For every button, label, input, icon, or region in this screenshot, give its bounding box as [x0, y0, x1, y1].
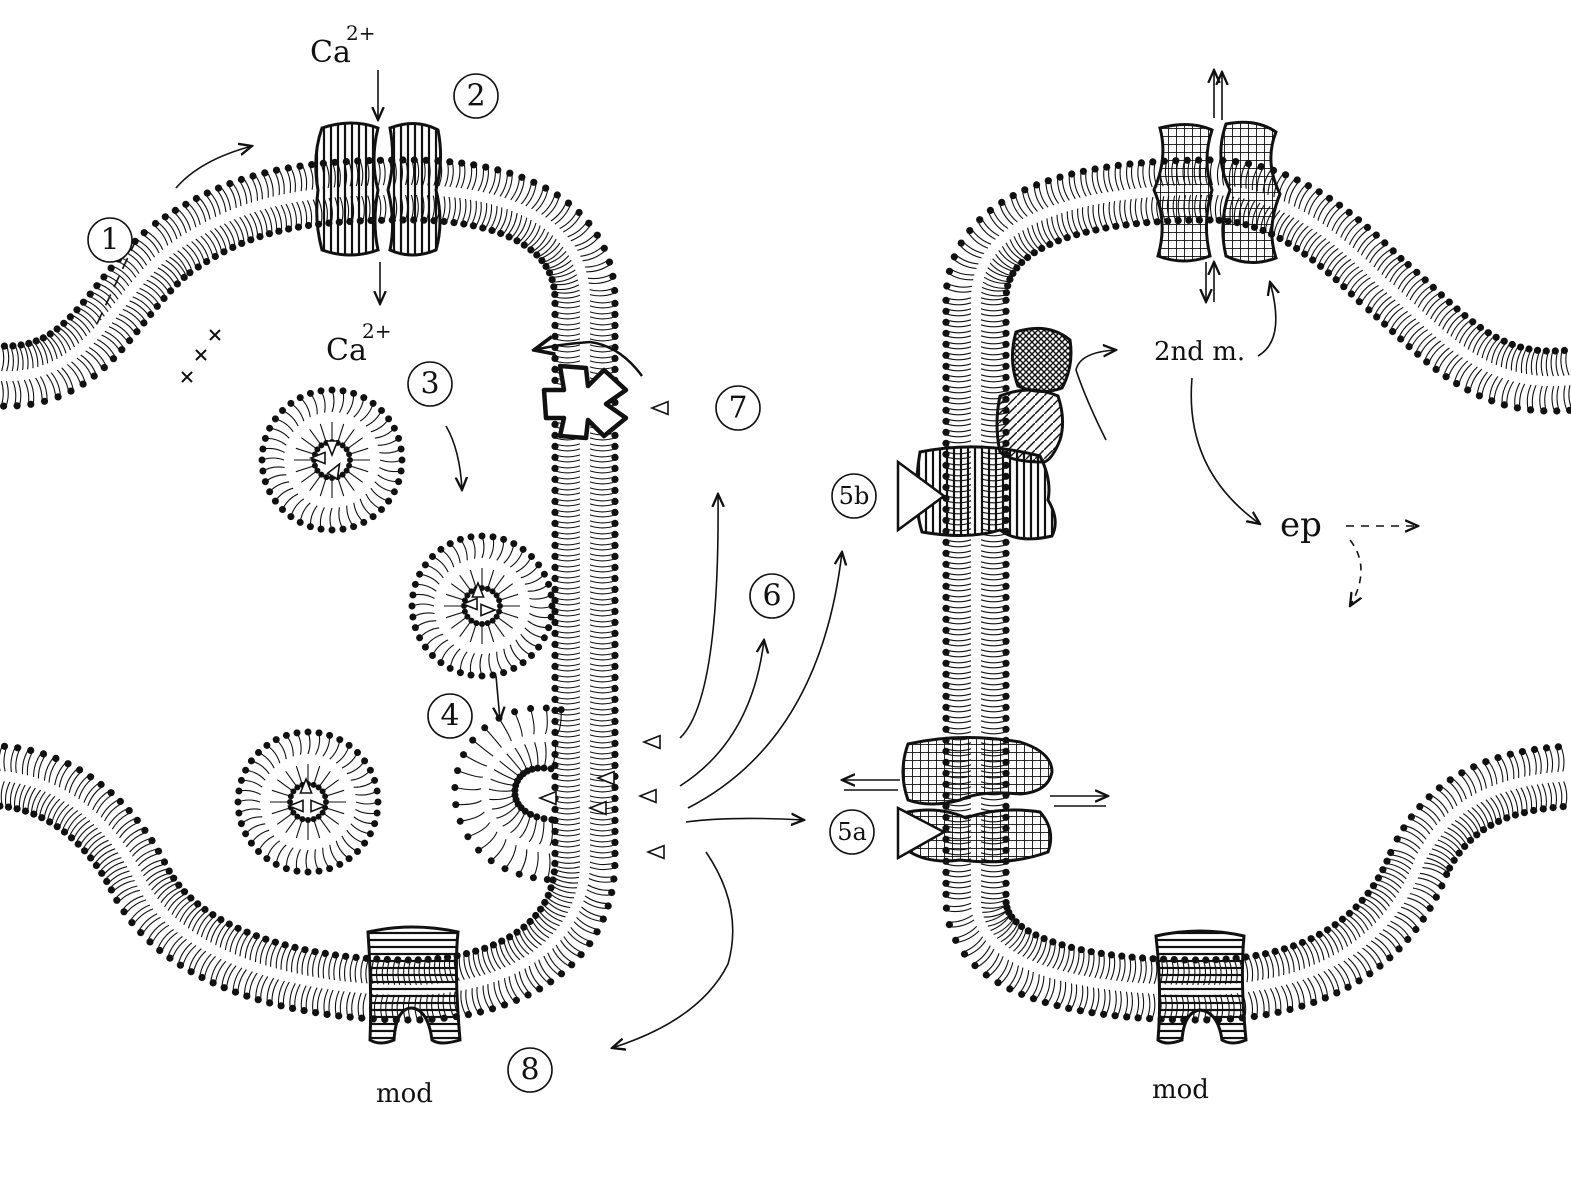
nt-molecule — [308, 451, 326, 465]
step-1-label: 1 — [100, 223, 119, 258]
arrow-7-path — [679, 494, 718, 739]
arrow-channel-mod — [1257, 282, 1276, 357]
vesicle-3 — [234, 728, 382, 876]
vesicle-1 — [258, 386, 406, 534]
arrow-1 — [175, 146, 252, 189]
x-markers — [181, 329, 221, 383]
presynaptic-membrane — [0, 156, 619, 1024]
presynaptic-modulator-receptor — [366, 925, 462, 1045]
postsynaptic-membrane — [942, 156, 1571, 1024]
step-5a-label: 5a — [837, 818, 867, 846]
free-nt-molecule — [595, 770, 615, 786]
free-nt-molecule — [537, 790, 557, 806]
arrow-8 — [612, 851, 734, 1048]
nt-molecule — [480, 603, 498, 617]
process-arrows — [95, 70, 1418, 1048]
fusing-vesicle — [451, 704, 565, 883]
step-2-label: 2 — [466, 79, 485, 114]
nt-molecule — [299, 776, 313, 794]
nt-molecule — [286, 799, 304, 813]
step-6-label: 6 — [762, 579, 781, 614]
metabotropic-receptor — [896, 326, 1073, 541]
ca-text-inside: Ca — [326, 333, 367, 368]
reuptake-transporter — [541, 363, 629, 441]
step-8-label: 8 — [520, 1053, 539, 1088]
free-nt-molecule — [587, 800, 607, 816]
nt-molecule — [471, 580, 485, 598]
arrow-reuptake — [534, 342, 644, 377]
free-nt-molecule — [637, 788, 657, 804]
arrow-4 — [496, 675, 500, 720]
arrow-ep — [1190, 377, 1260, 524]
neurotransmitter-molecules — [537, 400, 669, 860]
step-5b-label: 5b — [839, 482, 870, 510]
nt-molecule — [325, 440, 339, 458]
free-nt-molecule — [649, 400, 669, 416]
step-circles — [87, 73, 877, 1093]
nt-molecule — [460, 597, 478, 611]
arrow-6 — [679, 640, 764, 787]
ca-text-top: Ca — [310, 35, 351, 70]
mod-label-left: mod — [376, 1079, 433, 1109]
postsynaptic-ion-channel — [1152, 120, 1282, 264]
free-nt-molecule — [645, 844, 665, 860]
dashed-line-1 — [95, 239, 137, 327]
ca-label-top: Ca 2+ — [310, 21, 375, 70]
nt-molecule — [310, 799, 328, 813]
postsynaptic-modulator-receptor — [1154, 929, 1248, 1045]
step-4-label: 4 — [440, 699, 459, 734]
step-3-label: 3 — [420, 367, 439, 402]
vesicle-2 — [408, 532, 556, 680]
mod-label-right: mod — [1152, 1075, 1209, 1105]
ca-label-inside: Ca 2+ — [326, 319, 391, 368]
nt-molecule — [326, 462, 341, 481]
arrow-5a — [685, 818, 804, 822]
step-7-label: 7 — [728, 391, 747, 426]
arrow-5b — [687, 552, 842, 809]
dashed-arrow-ep-down — [1350, 539, 1361, 606]
synaptic-vesicles — [234, 386, 565, 883]
arrow-2nd-messenger — [1075, 350, 1116, 441]
free-nt-molecule — [641, 734, 661, 750]
second-messenger-label: 2nd m. — [1154, 337, 1245, 367]
arrow-3 — [445, 425, 462, 490]
ca-charge-top: 2+ — [346, 21, 375, 45]
ep-label: ep — [1280, 505, 1322, 545]
ca-charge-inside: 2+ — [362, 319, 391, 343]
calcium-channel — [314, 121, 443, 257]
ionotropic-receptor — [896, 735, 1054, 864]
